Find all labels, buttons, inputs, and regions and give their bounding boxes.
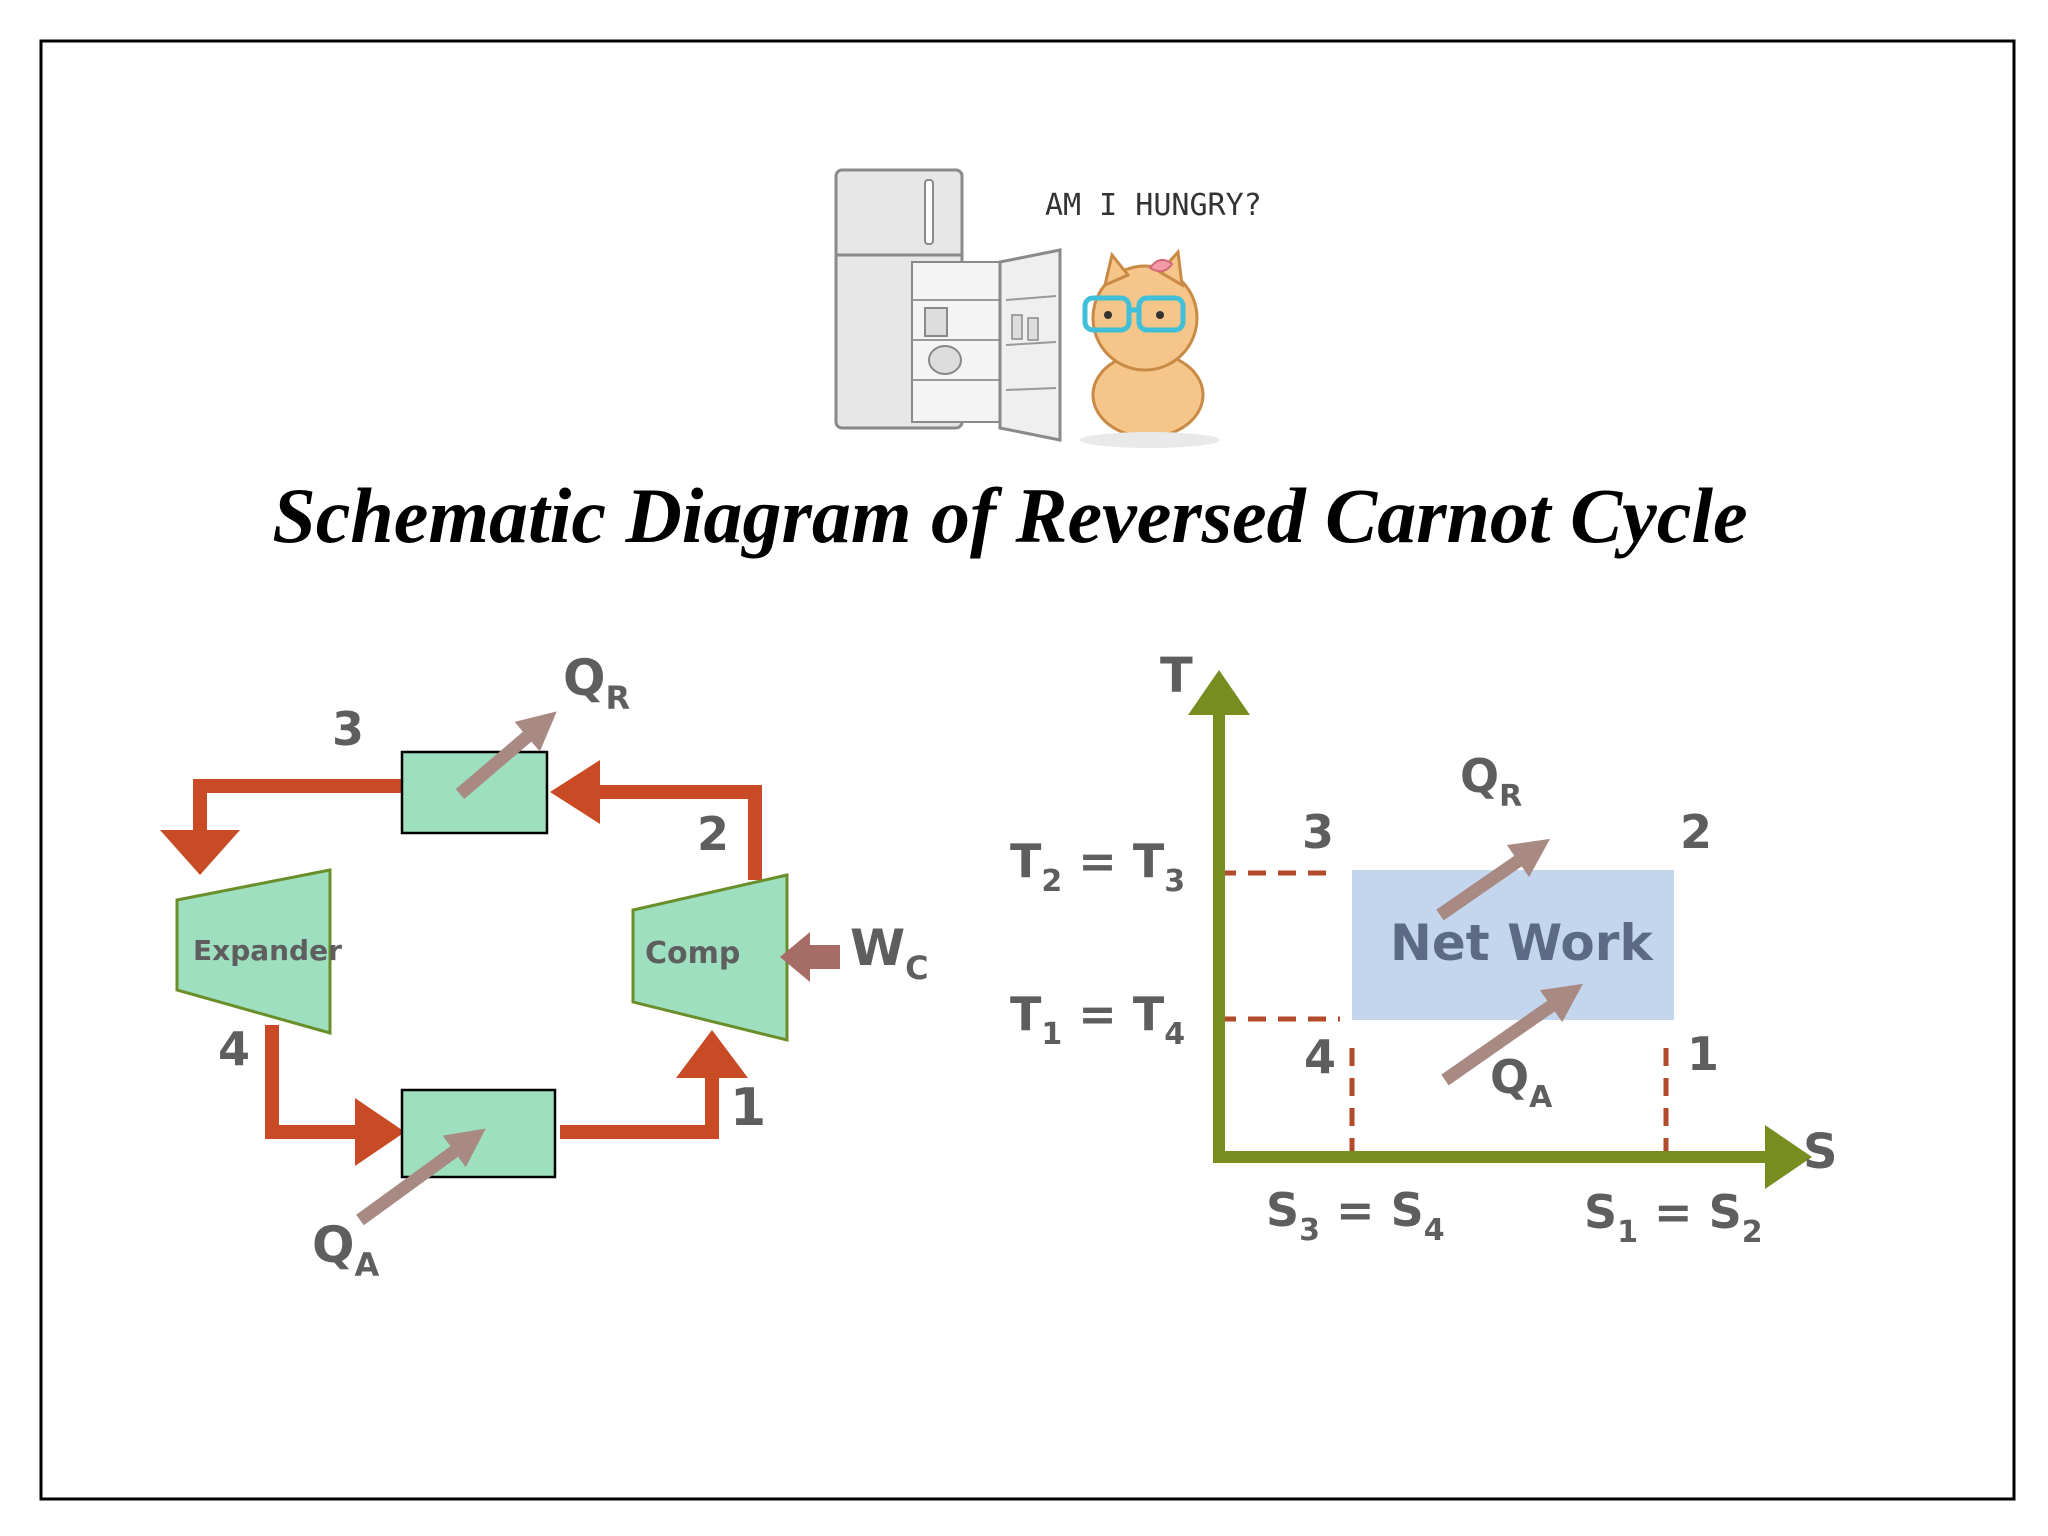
illustration-caption: AM I HUNGRY? [1045, 188, 1262, 223]
ts-point-4: 4 [1304, 1030, 1336, 1084]
t-low-label: T1 = T4 [1010, 987, 1185, 1052]
ts-point-3: 3 [1302, 805, 1334, 859]
s-right-label: S1 = S2 [1584, 1185, 1763, 1250]
t-axis-arrowhead [1188, 670, 1250, 715]
state-label-4: 4 [218, 1022, 250, 1076]
s-left-label: S3 = S4 [1266, 1183, 1445, 1248]
flow-arrowheads [160, 760, 748, 1166]
ts-point-2: 2 [1680, 805, 1712, 859]
expander-shape [175, 868, 332, 1035]
expander-label: Expander [193, 934, 342, 967]
flow-arrows [193, 779, 762, 1139]
state-label-2: 2 [697, 807, 729, 861]
flow-arrow-expander-to-evaporator [265, 1025, 365, 1139]
ts-point-1: 1 [1687, 1027, 1719, 1081]
t-high-label: T2 = T3 [1010, 834, 1185, 899]
ts-heat-rejected-label: QR [1460, 749, 1522, 814]
ts-diagram: T S 3 2 4 1 Net Work QR QA T2 = T3 T1 = … [1010, 648, 1838, 1250]
condenser-box [400, 750, 549, 835]
state-label-1: 1 [730, 1078, 766, 1138]
net-work-area [1352, 870, 1674, 1020]
ts-heat-absorbed-label: QA [1490, 1050, 1553, 1115]
evaporator-box [400, 1088, 557, 1179]
dashed-guides [1218, 870, 1669, 1165]
state-label-3: 3 [332, 702, 364, 756]
compressor-shape [631, 873, 789, 1042]
ts-heat-absorbed-arrow [1441, 983, 1583, 1086]
heat-absorbed-label: QA [312, 1216, 380, 1284]
work-input-label: WC [850, 919, 929, 987]
ts-heat-rejected-arrow [1436, 838, 1551, 921]
t-axis-label: T [1160, 648, 1193, 704]
s-axis-label: S [1803, 1124, 1838, 1180]
heat-rejected-label: QR [563, 649, 630, 717]
flow-arrow-evaporator-to-comp [560, 1068, 719, 1139]
axes [1188, 670, 1812, 1189]
comp-label: Comp [645, 936, 740, 971]
fridge-icon [834, 168, 1062, 442]
s-axis-arrowhead [1765, 1125, 1812, 1189]
slide-border [39, 39, 2016, 1501]
cat-icon [1080, 248, 1220, 448]
heat-rejected-arrow [455, 711, 557, 799]
work-input-arrow [780, 932, 840, 982]
fridge-cat-illustration: AM I HUNGRY? [834, 168, 1262, 448]
flow-arrow-condenser-to-expander [193, 779, 402, 838]
net-work-label: Net Work [1390, 914, 1654, 972]
heat-absorbed-arrow [356, 1128, 486, 1226]
page-title: Schematic Diagram of Reversed Carnot Cyc… [272, 472, 1747, 559]
cycle-schematic: Expander Comp 3 2 4 1 QR QA WC [160, 649, 929, 1284]
flow-arrow-comp-to-condenser [585, 785, 762, 880]
